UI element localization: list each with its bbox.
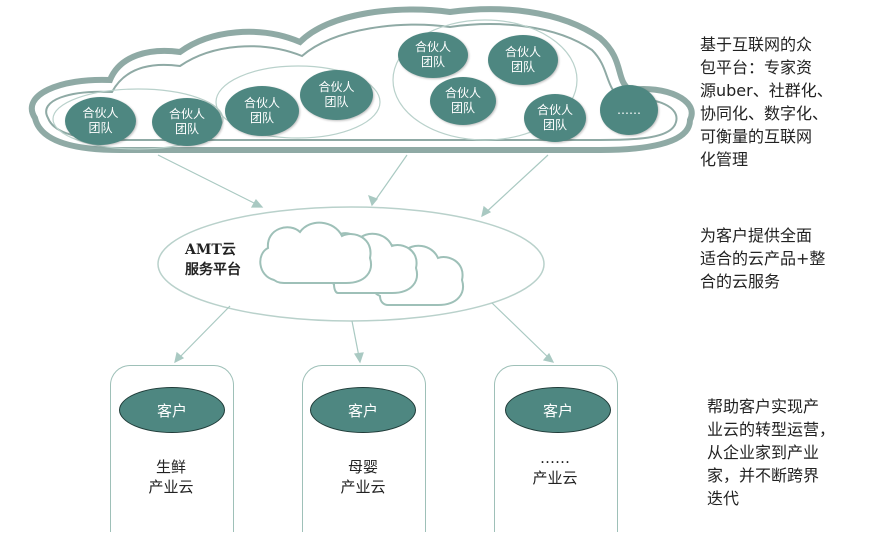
team-label: 合伙人 团队: [444, 86, 481, 115]
client-industry-label: …… 产业云: [532, 449, 578, 487]
crowdsourcing-description: 基于互联网的众 包平台：专家资 源uber、社群化、 协同化、数字化、 可衡量的…: [700, 35, 833, 169]
team-label: 合伙人 团队: [318, 80, 355, 109]
ellipsis-team-node: ……: [600, 85, 658, 135]
team-label: ……: [617, 102, 641, 117]
team-group-outline: [52, 88, 224, 150]
platform-label: AMT云 服务平台: [185, 242, 241, 278]
cloud-icon: [259, 221, 464, 306]
platform-description: 为客户提供全面 适合的云产品+整 合的云服务: [700, 226, 826, 291]
partner-team-node: 合伙人 团队: [225, 86, 299, 136]
client-box: [302, 365, 426, 532]
team-label: 合伙人 团队: [536, 103, 573, 132]
partner-team-node: 合伙人 团队: [65, 97, 136, 145]
partner-team-node: 合伙人 团队: [430, 77, 496, 125]
client-industry-label: 母婴 产业云: [340, 458, 386, 496]
platform-ellipse: [157, 206, 545, 322]
client-badge: 客户: [310, 387, 416, 433]
team-label: 合伙人 团队: [414, 40, 451, 69]
industry-cloud-description: 帮助客户实现产 业云的转型运营， 从企业家到产业 家，并不断跨界 迭代: [707, 397, 836, 508]
client-industry-label: 生鲜 产业云: [148, 458, 194, 496]
team-label: 合伙人 团队: [504, 45, 541, 74]
team-label: 合伙人 团队: [243, 96, 280, 125]
client-box: [110, 365, 234, 532]
crowd-cloud-outline: [29, 6, 695, 153]
client-badge: 客户: [505, 387, 611, 433]
team-group-outline: [215, 65, 381, 139]
partner-team-node: 合伙人 团队: [488, 35, 558, 85]
bottom-arrows: [174, 302, 555, 364]
client-box: [494, 365, 618, 532]
team-label: 合伙人 团队: [82, 106, 119, 135]
team-label: 合伙人 团队: [168, 107, 205, 136]
client-badge: 客户: [119, 387, 225, 433]
client-badge-label: 客户: [542, 401, 573, 420]
client-badge-label: 客户: [347, 401, 378, 420]
client-badge-label: 客户: [156, 401, 187, 420]
partner-team-node: 合伙人 团队: [398, 32, 468, 78]
team-group-outline: [392, 19, 578, 141]
partner-team-node: 合伙人 团队: [300, 70, 373, 120]
partner-team-node: 合伙人 团队: [152, 98, 222, 146]
partner-team-node: 合伙人 团队: [524, 94, 586, 142]
top-arrows: [157, 154, 549, 218]
